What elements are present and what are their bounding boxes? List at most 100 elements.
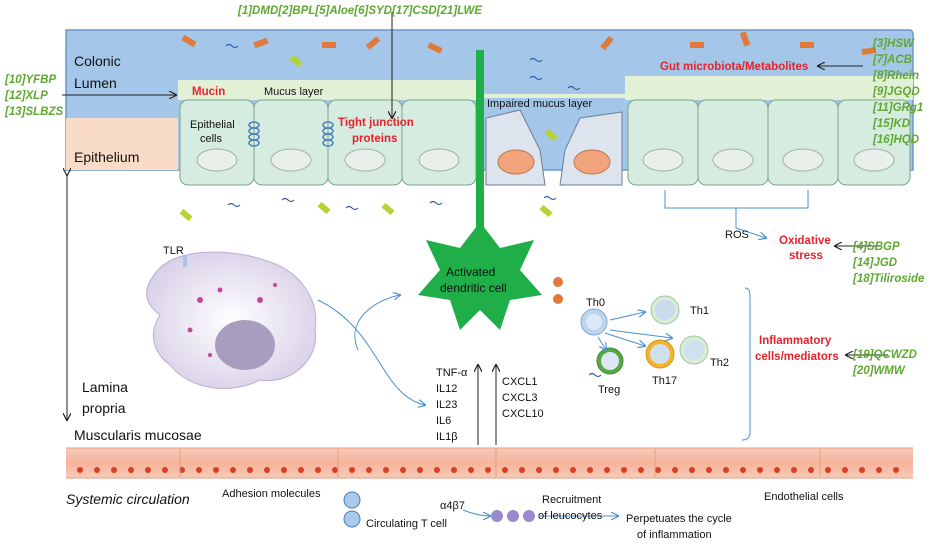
treg-label: Treg — [598, 384, 620, 396]
vessel-cell-dot — [536, 467, 542, 473]
mucin-label: Mucin — [192, 86, 225, 98]
vessel-band — [66, 448, 913, 478]
propria-label: propria — [82, 400, 126, 416]
left-herb-1: [10]YFBP — [4, 74, 56, 86]
chemokine-3: CXCL10 — [502, 408, 544, 420]
mucus-layer — [178, 80, 478, 100]
right-herb-4: [9]JGQD — [872, 86, 920, 98]
epithelium-band — [66, 118, 178, 170]
vessel-cell-dot — [400, 467, 406, 473]
endothelial-label: Endothelial cells — [764, 491, 844, 503]
vessel-cell-dot — [315, 467, 321, 473]
vessel-cell-dot — [621, 467, 627, 473]
epithelium-label: Epithelium — [74, 149, 139, 165]
muscularis-label: Muscularis mucosae — [74, 427, 202, 443]
circulating-t-cell-icons — [343, 491, 361, 528]
th17-label: Th17 — [652, 375, 677, 387]
cycle-label: of inflammation — [637, 529, 712, 541]
tight-junction-label: Tight junction — [338, 117, 414, 129]
mediators-label: cells/mediators — [755, 351, 839, 363]
right-herb-6: [15]KD — [872, 118, 910, 130]
vessel-cell-dot — [451, 467, 457, 473]
impaired-cells — [485, 109, 623, 186]
vessel-cell-dot — [111, 467, 117, 473]
vessel-cell-dot — [264, 467, 270, 473]
vessel-cell-dot — [485, 467, 491, 473]
vessel-cell-dot — [434, 467, 440, 473]
vessel-cell-dot — [417, 467, 423, 473]
activated-label: Activated — [446, 265, 495, 279]
epithelial-cells — [179, 99, 911, 186]
bacteria-rods — [181, 31, 877, 56]
lumen-label: Lumen — [74, 75, 117, 91]
tlr-label: TLR — [163, 245, 184, 257]
vessel-cell-dot — [366, 467, 372, 473]
inflam-herb-1: [19]QCWZD — [852, 349, 917, 361]
right-herb-2: [7]ACB — [872, 54, 912, 66]
vessel-cell-dot — [553, 467, 559, 473]
cytokine-4: IL6 — [436, 415, 451, 427]
vessel-cell-dot — [587, 467, 593, 473]
lamina-label: Lamina — [82, 379, 128, 395]
dendritic-cell-label: dendritic cell — [440, 281, 507, 295]
stress-herb-1: [4]SBGP — [852, 241, 900, 253]
vessel-cell-dot — [740, 467, 746, 473]
t-cells — [580, 295, 709, 375]
macrophage — [146, 251, 317, 389]
bacteria-spirals — [225, 43, 602, 378]
right-herb-7: [16]HQD — [872, 134, 919, 146]
cytokine-3: IL23 — [436, 399, 457, 411]
mucus-layer-right — [625, 76, 913, 100]
vessel-cell-dot — [383, 467, 389, 473]
right-herb-3: [8]Rhein — [872, 70, 919, 82]
vessel-cell-dot — [672, 467, 678, 473]
adhesion-label: Adhesion molecules — [222, 488, 321, 500]
stress-label: stress — [789, 250, 823, 262]
vessel-cell-dot — [842, 467, 848, 473]
th0-label: Th0 — [586, 297, 605, 309]
vessel-cell-dot — [893, 467, 899, 473]
vessel-cell-dot — [213, 467, 219, 473]
stress-herb-3: [18]Tiliroside — [852, 273, 925, 285]
vessel-cell-dot — [604, 467, 610, 473]
vessel-cell-dot — [502, 467, 508, 473]
stress-herb-2: [14]JGD — [852, 257, 897, 269]
vessel-cells — [77, 449, 899, 477]
proteins-label: proteins — [352, 133, 397, 145]
inflammatory-label: Inflammatory — [759, 335, 832, 347]
cytokine-5: IL1β — [436, 431, 458, 443]
vessel-cell-dot — [128, 467, 134, 473]
right-herb-5: [11]GRg1 — [872, 102, 923, 114]
vessel-cell-dot — [162, 467, 168, 473]
vessel-cell-dot — [638, 467, 644, 473]
vessel-cell-dot — [570, 467, 576, 473]
cytokine-2: IL12 — [436, 383, 457, 395]
vessel-cell-dot — [349, 467, 355, 473]
vessel-cell-dot — [876, 467, 882, 473]
right-herb-1: [3]HSW — [872, 38, 915, 50]
vessel-cell-dot — [77, 467, 83, 473]
macrophage-nucleus — [215, 320, 275, 370]
vessel-cell-dot — [859, 467, 865, 473]
epithelial-label: Epithelial — [190, 119, 235, 131]
vessel-cell-dot — [196, 467, 202, 473]
tlr-receptor — [183, 255, 187, 267]
green-bacteria — [179, 54, 558, 222]
dendrite-stalk — [476, 50, 484, 230]
inflam-herb-2: [20]WMW — [852, 365, 906, 377]
vessel-cell-dot — [281, 467, 287, 473]
vessel-cell-dot — [774, 467, 780, 473]
th1-label: Th1 — [690, 305, 709, 317]
oxidative-label: Oxidative — [779, 235, 831, 247]
gut-microbiota-label: Gut microbiota/Metabolites — [660, 61, 808, 73]
macrophage-granules — [187, 283, 277, 357]
th2-label: Th2 — [710, 357, 729, 369]
vessel-cell-dot — [757, 467, 763, 473]
vessel-cell-dot — [791, 467, 797, 473]
vessel-cell-dot — [332, 467, 338, 473]
cells-label: cells — [200, 133, 223, 145]
top-herbs: [1]DMD[2]BPL[5]Aloe[6]SYD[17]CSD[21]LWE — [237, 5, 482, 17]
vessel-cell-dot — [723, 467, 729, 473]
chemokine-1: CXCL1 — [502, 376, 537, 388]
